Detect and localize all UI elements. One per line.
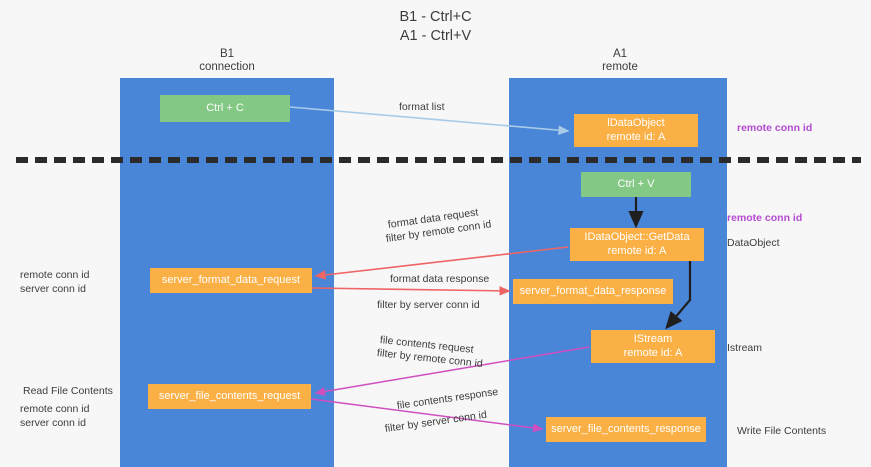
label-format-list: format list <box>399 101 445 113</box>
legend-remote-conn-id: remote conn id <box>20 269 90 281</box>
label-dataobject: DataObject <box>727 237 780 249</box>
column-header-a1: A1 remote <box>602 48 638 73</box>
node-server-file-contents-request[interactable]: server_file_contents_request <box>148 384 311 409</box>
filter-by-text: filter by <box>385 227 424 245</box>
edge-format-data-response <box>311 286 511 296</box>
node-ctrl-v[interactable]: Ctrl + V <box>581 172 691 197</box>
label-format-data-response: format data response <box>390 273 490 285</box>
column-header-b1: B1 connection <box>199 48 255 73</box>
legend-server-conn-id: server conn id <box>20 283 86 295</box>
legend-remote-conn-id: remote conn id <box>20 403 90 415</box>
server-conn-id-text: server conn id <box>420 408 488 430</box>
node-idataobject[interactable]: lDataObject remote id: A <box>574 114 698 147</box>
section-divider <box>16 157 861 163</box>
legend-conn-ids-bottom: remote conn id server conn id <box>20 402 89 430</box>
label-write-file-contents: Write File Contents <box>737 425 827 437</box>
legend-server-conn-id: server conn id <box>20 417 86 429</box>
label-remote-conn-id-mid: remote conn id <box>727 212 803 224</box>
server-conn-id-text: server conn id <box>413 299 480 311</box>
label-filter-by-server-conn-id-1: filter by server conn id <box>377 298 480 312</box>
label-istream-right: Istream <box>727 342 763 354</box>
filter-by-text: filter by <box>384 417 423 435</box>
label-read-file-contents: Read File Contents <box>23 385 113 397</box>
diagram-title: B1 - Ctrl+C A1 - Ctrl+V <box>399 9 472 44</box>
label-remote-conn-id-top: remote conn id <box>737 122 813 134</box>
node-server-format-data-response[interactable]: server_format_data_response <box>513 279 673 304</box>
node-server-format-data-request[interactable]: server_format_data_request <box>150 268 312 293</box>
node-istream[interactable]: IStream remote id: A <box>591 330 715 363</box>
legend-conn-ids-middle: remote conn id server conn id <box>20 268 89 296</box>
node-idataobject-getdata[interactable]: IDataObject::GetData remote id: A <box>570 228 704 261</box>
node-server-file-contents-response[interactable]: server_file_contents_response <box>546 417 706 442</box>
filter-by-text: filter by <box>377 299 414 311</box>
node-ctrl-c[interactable]: Ctrl + C <box>160 95 290 122</box>
filter-by-text: filter by <box>376 347 415 363</box>
